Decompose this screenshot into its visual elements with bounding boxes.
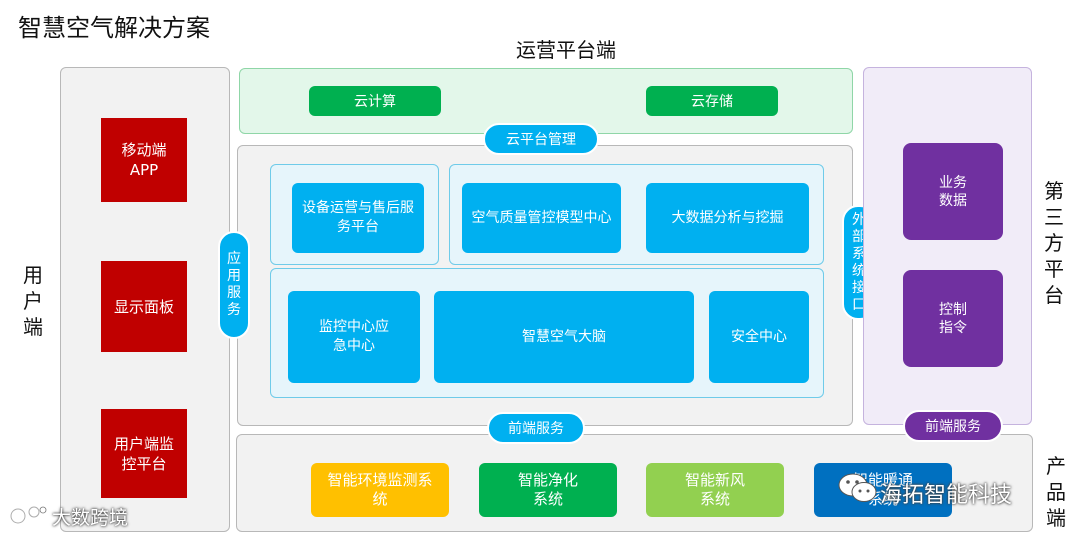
monitor-emergency-box: 监控中心应急中心 xyxy=(288,291,420,383)
user-end-label: 用户端 xyxy=(23,263,43,339)
mobile-app-box: 移动端APP xyxy=(101,118,187,202)
product-fresh-air-box: 智能新风系统 xyxy=(646,463,784,517)
business-data-box: 业务数据 xyxy=(903,143,1003,240)
product-purification-box: 智能净化系统 xyxy=(479,463,617,517)
product-end-label: 产品端 xyxy=(1046,454,1066,530)
watermark-logo-icon xyxy=(8,502,48,528)
app-service-pill: 应用服务 xyxy=(218,231,250,339)
security-center-box: 安全中心 xyxy=(709,291,809,383)
third-party-panel xyxy=(863,67,1032,425)
air-quality-model-box: 空气质量管控模型中心 xyxy=(462,183,621,253)
cloud-compute-box: 云计算 xyxy=(309,86,441,116)
product-env-monitor-box: 智能环境监测系统 xyxy=(311,463,449,517)
user-monitor-platform-box: 用户端监控平台 xyxy=(101,409,187,498)
cloud-management-pill: 云平台管理 xyxy=(483,123,599,155)
watermark-left: 大数跨境 xyxy=(52,507,129,529)
page-title: 智慧空气解决方案 xyxy=(18,14,210,42)
core-frontend-service-pill: 前端服务 xyxy=(487,412,585,444)
big-data-analysis-box: 大数据分析与挖掘 xyxy=(646,183,809,253)
third-party-frontend-service-pill: 前端服务 xyxy=(903,410,1003,442)
product-hvac-box: 智能暖通系统 xyxy=(814,463,952,517)
wechat-icon xyxy=(836,470,880,506)
display-panel-box: 显示面板 xyxy=(101,261,187,352)
watermark-right: 海拓智能科技 xyxy=(880,483,1013,508)
ops-platform-label: 运营平台端 xyxy=(516,38,616,62)
cloud-storage-box: 云存储 xyxy=(646,86,778,116)
device-ops-service-box: 设备运营与售后服务平台 xyxy=(292,183,424,253)
third-party-label: 第三方平台 xyxy=(1044,179,1064,307)
control-command-box: 控制指令 xyxy=(903,270,1003,367)
smart-air-brain-box: 智慧空气大脑 xyxy=(434,291,694,383)
